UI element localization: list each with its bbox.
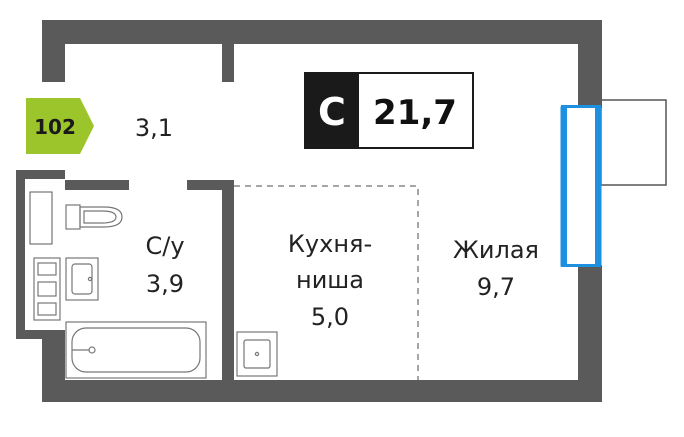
bathtub-icon (65, 321, 207, 379)
toilet-icon (65, 204, 123, 230)
outer-walls (16, 20, 602, 402)
kitchen-name-line1: Кухня- (288, 230, 372, 258)
interior-walls (65, 44, 234, 380)
kitchen-sink-icon (236, 331, 278, 377)
bathroom-sink-icon (65, 257, 99, 301)
washing-machine-icon (33, 257, 61, 321)
shaft (29, 191, 53, 245)
kitchen-name-line2: ниша (296, 266, 364, 294)
bathroom-name: С/у (145, 232, 184, 260)
living-room-name: Жилая (453, 236, 539, 264)
apartment-number: 102 (34, 115, 76, 139)
window (560, 105, 602, 267)
apartment-type-letter: С (318, 90, 346, 134)
total-area: 21,7 (373, 93, 457, 133)
kitchen-area: 5,0 (311, 303, 349, 331)
kitchen-niche-boundary (234, 185, 419, 380)
living-room-area: 9,7 (477, 273, 515, 301)
apartment-summary-box: С 21,7 (304, 72, 474, 149)
bathroom-area: 3,9 (146, 270, 184, 298)
hall-area: 3,1 (135, 114, 173, 142)
balcony-outline (600, 99, 667, 186)
apartment-number-badge: 102 (26, 98, 94, 154)
